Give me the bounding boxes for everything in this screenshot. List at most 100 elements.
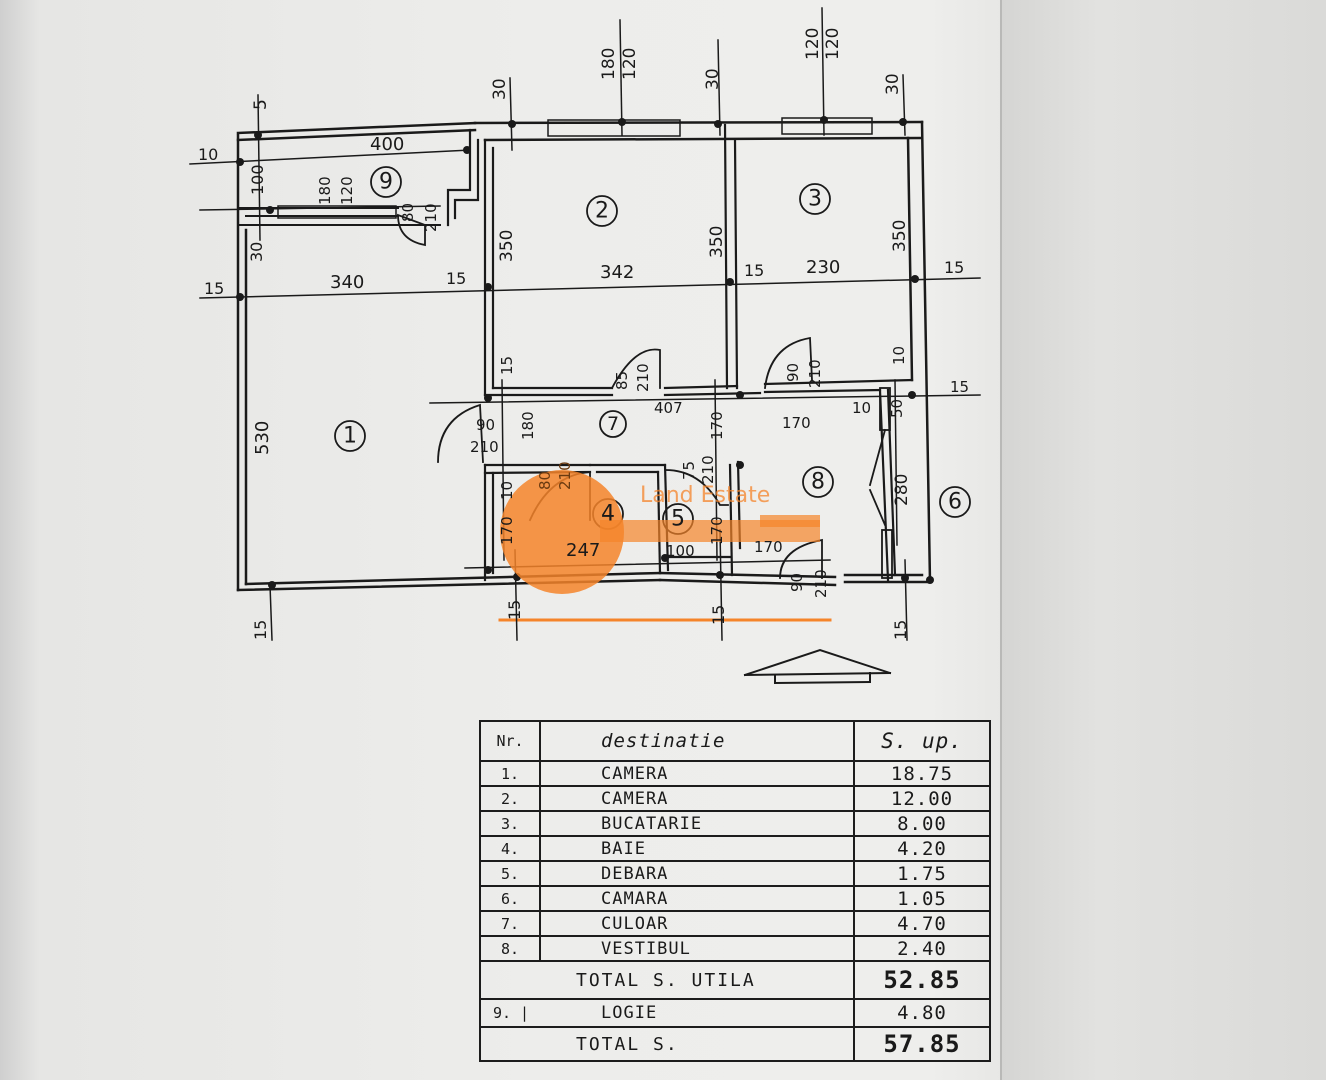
row-area: 1.05 — [853, 887, 989, 910]
dim-in-25: 10 — [498, 481, 516, 500]
dim-in-35: 210 — [556, 461, 574, 490]
total-useful-area: 52.85 — [853, 962, 989, 998]
room-label-4: 4 — [601, 502, 615, 527]
area-table: Nr. destinatie S. up. 1. CAMERA 18.75 2.… — [479, 720, 991, 1062]
dim-top-5: 30 — [703, 68, 723, 90]
row-name: CAMARA — [601, 888, 669, 909]
dim-in-17: 10 — [852, 399, 871, 417]
dim-in-21: 180 — [519, 411, 537, 440]
dim-in-28: 100 — [666, 542, 695, 560]
dimension-dots — [236, 116, 934, 589]
row-name: VESTIBUL — [601, 938, 691, 959]
table-row: 3. BUCATARIE 8.00 — [481, 812, 989, 837]
row-name: BUCATARIE — [601, 813, 703, 834]
row-name: DEBARA — [601, 863, 669, 884]
row-name: BAIE — [601, 838, 646, 859]
dim-in-23: 75 — [680, 461, 698, 480]
entrance-arrow — [743, 648, 892, 685]
dim-in-29: 170 — [708, 516, 726, 545]
dim-in-11: 90 — [784, 363, 802, 382]
row-area: 4.70 — [853, 912, 989, 935]
room-label-2: 2 — [595, 199, 609, 224]
table-row: 7. CULOAR 4.70 — [481, 912, 989, 937]
total-row: TOTAL S. 57.85 — [481, 1028, 989, 1060]
dim-bottom-2: 15 — [709, 605, 728, 625]
dim-in-16: 170 — [782, 414, 811, 432]
paper-fold-shadow — [1002, 0, 1326, 1080]
dim-h-340: 340 — [330, 272, 364, 293]
header-area: S. up. — [853, 722, 989, 760]
dim-in-32: 90 — [788, 573, 806, 592]
dim-h-400: 400 — [370, 134, 404, 155]
dim-in-3: 80 — [399, 203, 417, 222]
dim-in-26: 170 — [498, 516, 516, 545]
row-area: 1.75 — [853, 862, 989, 885]
row-nr: 4. — [481, 837, 541, 860]
dim-top-1: 5 — [251, 99, 271, 110]
room-label-7: 7 — [607, 413, 619, 435]
row-area: 2.40 — [853, 937, 989, 960]
row-nr: 6. — [481, 887, 541, 910]
row-nr: 2. — [481, 787, 541, 810]
total-area: 57.85 — [853, 1028, 989, 1060]
dim-in-30: 170 — [754, 538, 783, 556]
table-header-row: Nr. destinatie S. up. — [481, 722, 989, 762]
header-destination: destinatie — [601, 730, 726, 752]
dim-in-18: 50 — [888, 399, 906, 418]
row-name: CAMERA — [601, 763, 669, 784]
dim-h-15c: 15 — [944, 258, 964, 277]
dim-in-24: 210 — [699, 455, 717, 484]
dim-in-13: 10 — [890, 346, 908, 365]
total-label: TOTAL S. — [576, 1033, 679, 1055]
room-label-1: 1 — [343, 424, 357, 449]
paper-fold — [1000, 0, 1002, 1080]
dim-in-15: 407 — [654, 399, 683, 417]
dim-top-2: 30 — [490, 78, 510, 100]
dim-left-6: 15 — [251, 620, 270, 640]
dim-h-15a: 15 — [446, 269, 466, 288]
table-row: 2. CAMERA 12.00 — [481, 787, 989, 812]
dim-h-342: 342 — [600, 262, 634, 283]
room-label-3: 3 — [808, 187, 822, 212]
row-name: CAMERA — [601, 788, 669, 809]
dim-left-2: 100 — [248, 164, 267, 195]
table-row: 4. BAIE 4.20 — [481, 837, 989, 862]
row-area: 4.20 — [853, 837, 989, 860]
dim-in-22: 170 — [708, 411, 726, 440]
dim-h-230: 230 — [806, 257, 840, 278]
balcony-nr: 9. | — [492, 1004, 530, 1022]
total-useful-label: TOTAL S. UTILA — [576, 969, 756, 991]
table-row: 8. VESTIBUL 2.40 — [481, 937, 989, 962]
watermark-brand: Land Estate — [640, 483, 770, 508]
dim-in-14: 15 — [950, 378, 969, 396]
table-row: 6. CAMARA 1.05 — [481, 887, 989, 912]
row-name: CULOAR — [601, 913, 669, 934]
dim-top-3: 180 — [599, 48, 619, 80]
dim-in-8: 15 — [498, 356, 516, 375]
dim-bottom-1: 15 — [505, 600, 524, 620]
row-nr: 5. — [481, 862, 541, 885]
dim-left-1: 10 — [198, 145, 218, 164]
balcony-name: LOGIE — [601, 1003, 658, 1023]
watermark-logo: Land Estate — [500, 470, 820, 594]
dim-in-1: 180 — [316, 176, 334, 205]
dim-in-27: 247 — [566, 540, 600, 561]
row-nr: 7. — [481, 912, 541, 935]
dim-in-9: 85 — [613, 371, 631, 390]
table-row: 5. DEBARA 1.75 — [481, 862, 989, 887]
dim-in-19: 90 — [476, 416, 495, 434]
dim-left-4: 15 — [204, 279, 224, 298]
dim-in-31: 280 — [892, 474, 912, 506]
dim-in-20: 210 — [470, 438, 499, 456]
dim-bottom-3: 15 — [891, 620, 910, 640]
dim-in-33: 210 — [812, 569, 830, 598]
table-row: 1. CAMERA 18.75 — [481, 762, 989, 787]
dim-in-7: 350 — [890, 220, 910, 252]
row-area: 8.00 — [853, 812, 989, 835]
dim-in-10: 210 — [634, 363, 652, 392]
header-nr: Nr. — [481, 722, 541, 760]
dim-top-8: 30 — [883, 73, 903, 95]
room-label-8: 8 — [811, 470, 825, 495]
dim-in-2: 120 — [338, 176, 356, 205]
row-area: 18.75 — [853, 762, 989, 785]
